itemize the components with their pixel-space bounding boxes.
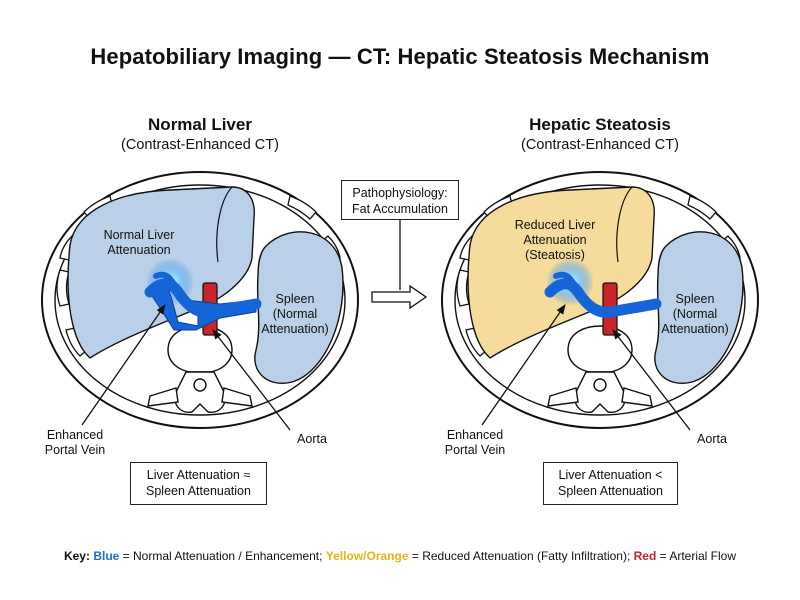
right-body-inner — [454, 184, 746, 416]
right-panel-title: Hepatic Steatosis — [529, 115, 671, 134]
mechanism-line-1: Pathophysiology: — [352, 186, 448, 200]
key-blue: Blue — [93, 549, 120, 563]
key-yellow: Yellow/Orange — [325, 549, 409, 563]
key-yellow-text: = Reduced Attenuation (Fatty Infiltratio… — [408, 549, 634, 563]
page-title: Hepatobiliary Imaging — CT: Hepatic Stea… — [90, 44, 710, 69]
left-cross-section — [41, 171, 359, 429]
right-portal-pointer — [481, 304, 566, 426]
left-portal-label: Enhanced Portal Vein — [44, 428, 106, 457]
right-panel-subtitle: (Contrast-Enhanced CT) — [521, 137, 679, 153]
key-blue-text: = Normal Attenuation / Enhancement; — [119, 549, 326, 563]
key-red-text: = Arterial Flow — [656, 549, 737, 563]
pointer-lines — [81, 304, 691, 431]
right-spleen — [654, 231, 744, 384]
right-vertebra — [547, 325, 653, 413]
left-aorta-label: Aorta — [297, 432, 327, 446]
right-aorta-pointer — [612, 329, 691, 431]
left-portal-vein — [147, 281, 257, 331]
left-aorta-pointer — [212, 329, 291, 431]
left-spleen-label: Spleen (Normal Attenuation) — [261, 292, 329, 336]
mechanism-arrow — [371, 218, 428, 310]
mechanism-line-2: Fat Accumulation — [352, 202, 448, 216]
right-cross-section — [441, 171, 759, 429]
left-portal-pointer — [81, 304, 166, 426]
mechanism-box: Pathophysiology: Fat Accumulation — [341, 180, 459, 220]
right-portal-vein — [553, 271, 579, 293]
right-comparison-box: Liver Attenuation < Spleen Attenuation — [543, 462, 678, 505]
left-liver-label: Normal Liver Attenuation — [103, 228, 175, 257]
left-panel-subtitle: (Contrast-Enhanced CT) — [121, 137, 279, 153]
right-aorta-label: Aorta — [697, 432, 727, 446]
left-body-inner — [54, 184, 346, 416]
right-spleen-label: Spleen (Normal Attenuation) — [661, 292, 729, 336]
left-spleen — [254, 231, 344, 384]
color-key: Key: Blue = Normal Attenuation / Enhance… — [0, 549, 800, 563]
key-red: Red — [633, 549, 657, 563]
left-panel-title: Normal Liver — [148, 115, 252, 134]
right-liver-label: Reduced Liver Attenuation (Steatosis) — [514, 218, 596, 262]
left-comparison-box: Liver Attenuation ≈ Spleen Attenuation — [130, 462, 267, 505]
key-prefix: Key: — [63, 549, 90, 563]
right-portal-label: Enhanced Portal Vein — [444, 428, 506, 457]
